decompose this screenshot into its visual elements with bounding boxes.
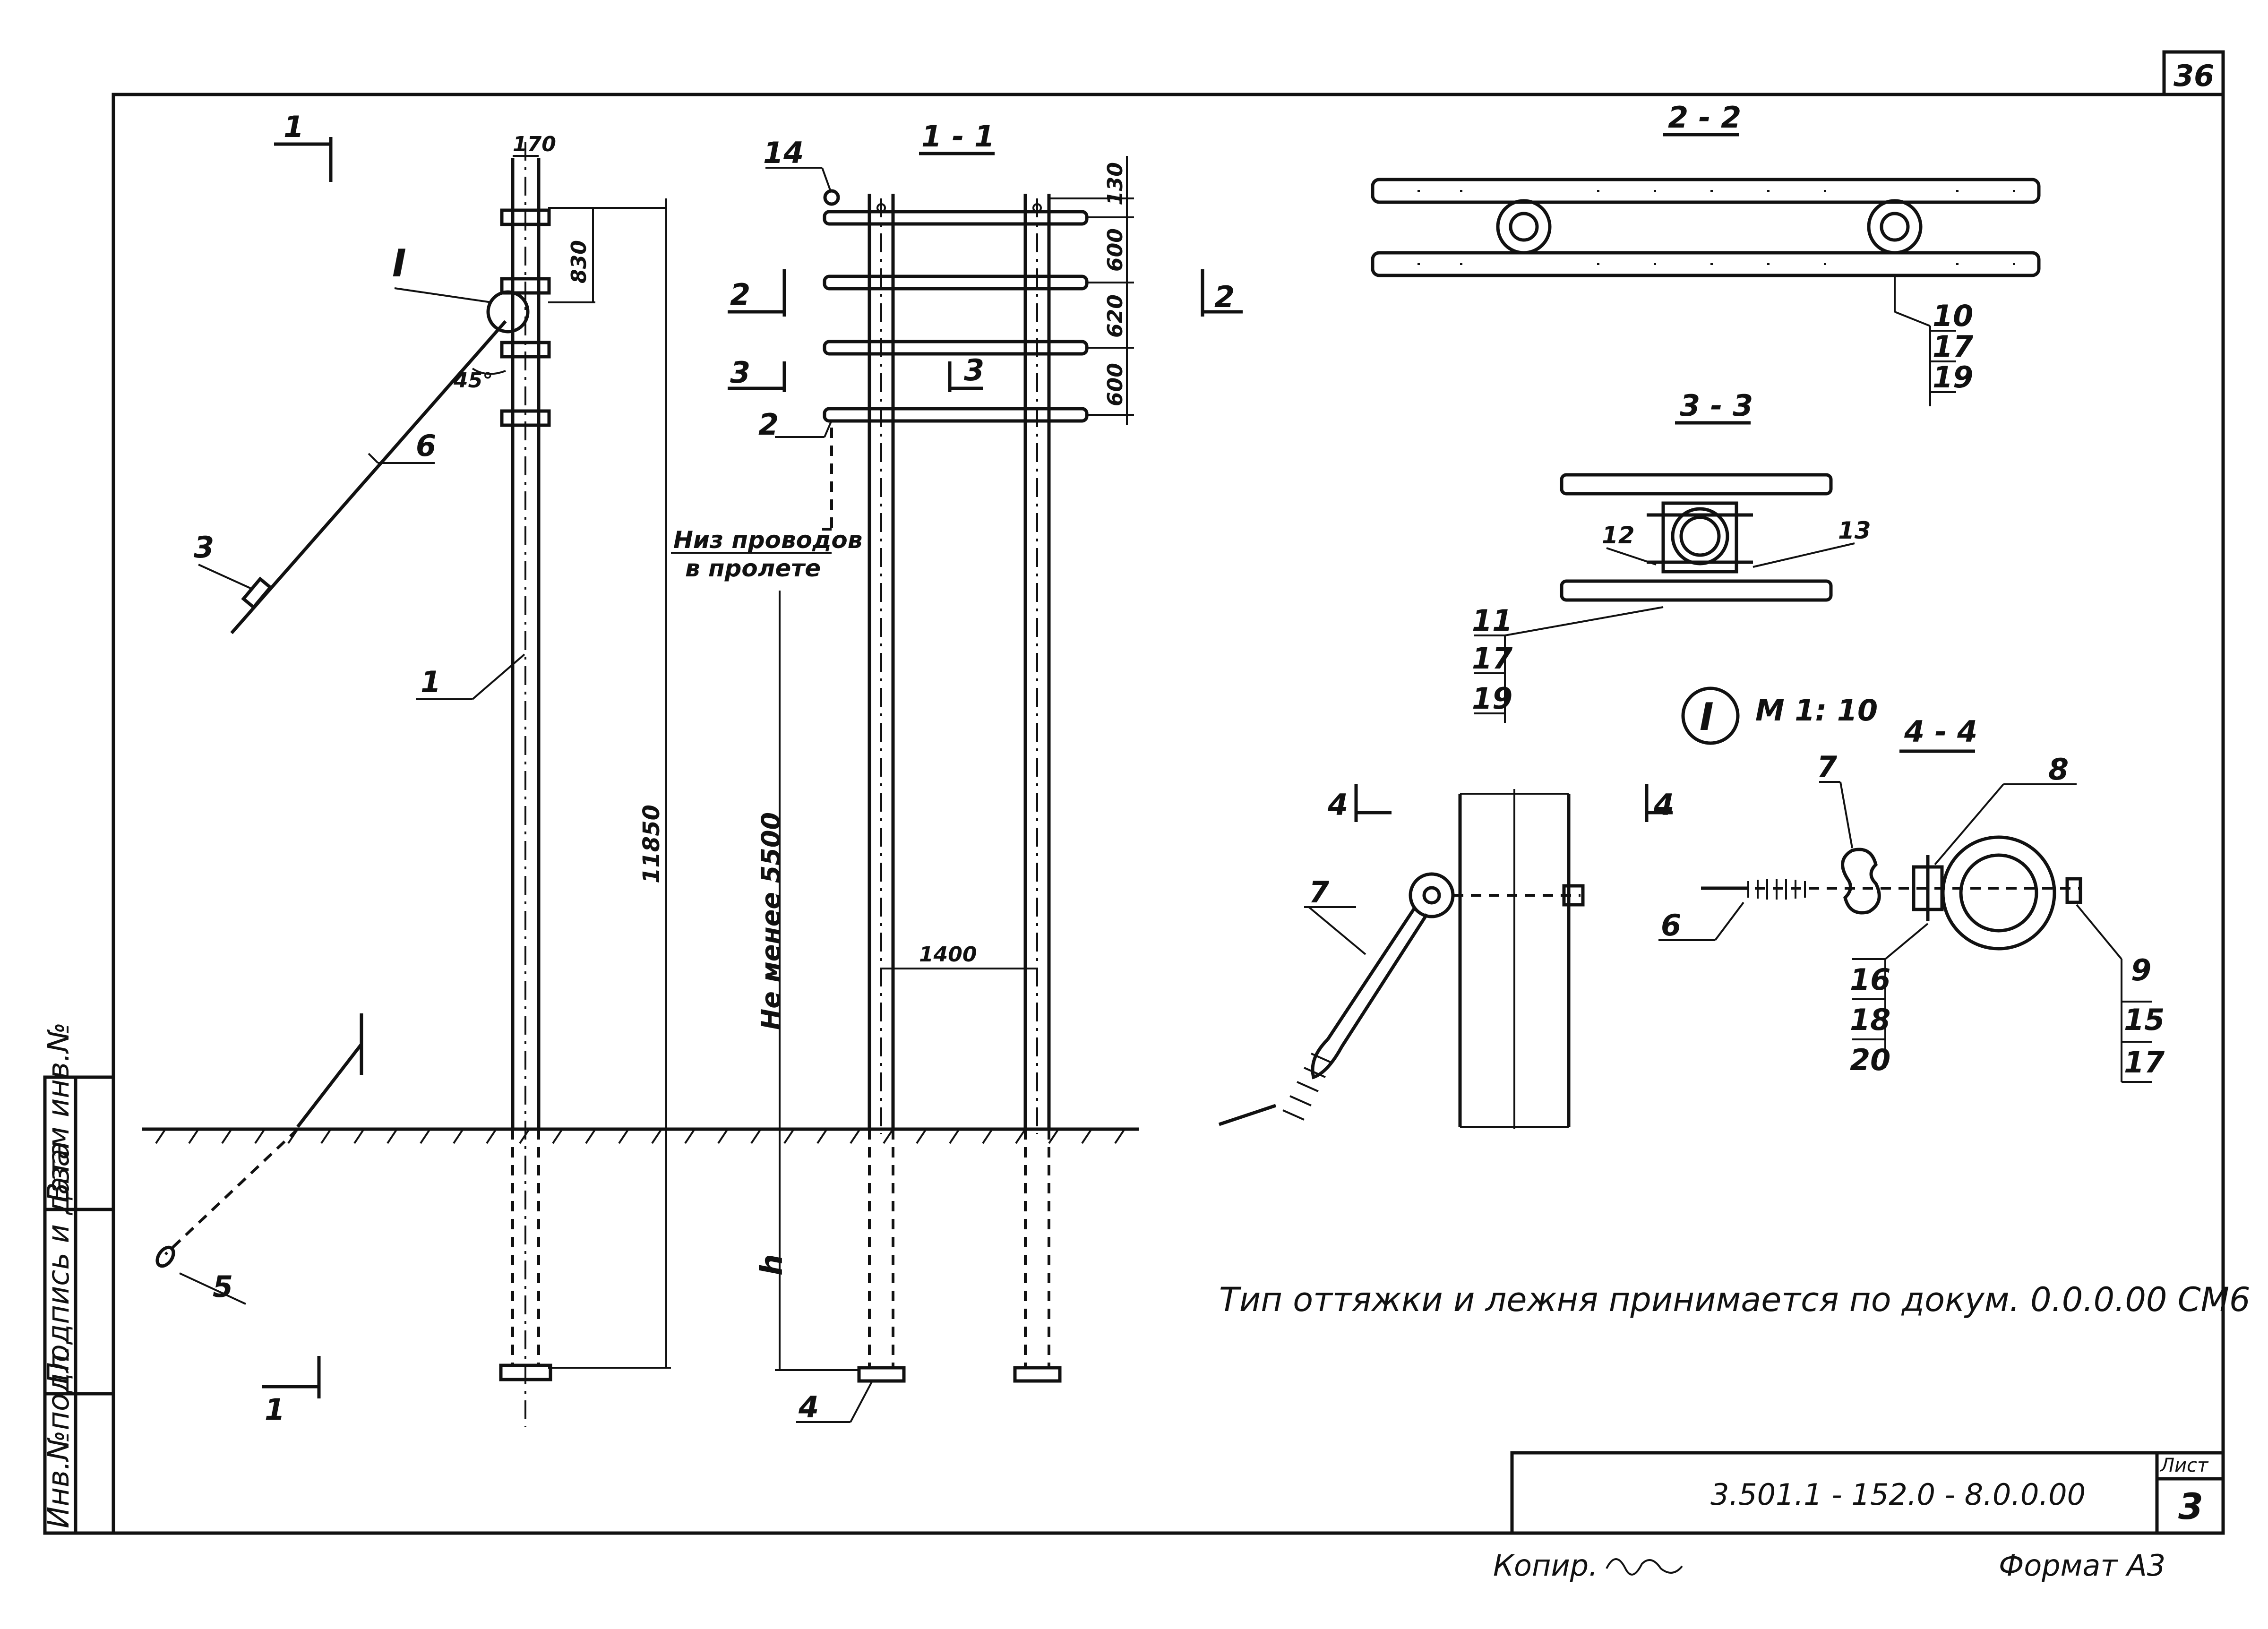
section-mark-4-right: 4 [1653, 788, 1674, 822]
section-3-3-title: 3 - 3 [1680, 388, 1753, 423]
part-16-label: 16 [1850, 962, 1890, 997]
section-mark-3-left: 3 [730, 355, 750, 390]
part-5-label: 5 [213, 1269, 233, 1304]
svg-text:1: 1 [265, 1392, 285, 1427]
part-7-label-a: 7 [1309, 875, 1330, 909]
part-7-label-b: 7 [1817, 750, 1838, 784]
sheet-number: 3 [2178, 1485, 2203, 1527]
detail-i-callout: I М 1: 10 [1681, 686, 1878, 745]
side-stamp: Инв.№подл. Подпись и дата Взам инв.№ [41, 1022, 115, 1535]
part-17-label-a: 17 [1933, 329, 1974, 364]
part-15-label: 15 [2124, 1003, 2165, 1037]
dim-clearance: Не менее 5500 [756, 812, 786, 1030]
part-12-label: 12 [1602, 522, 1635, 549]
section-mark-3-right: 3 [964, 353, 984, 387]
part-11-label: 11 [1472, 603, 1512, 638]
dim-angle: 45° [453, 369, 493, 393]
section-3-3: 3 - 3 12 13 11 17 19 [1472, 388, 1871, 723]
part-6-label-b: 6 [1661, 908, 1681, 943]
wire-note-1: Низ проводов [673, 526, 862, 554]
sheet-label: Лист [2159, 1455, 2209, 1476]
detail-elevation: 4 4 7 [1218, 784, 1674, 1129]
corner-number: 36 [2174, 59, 2214, 93]
svg-text:1: 1 [284, 110, 304, 144]
dim-600b: 600 [1103, 363, 1127, 406]
copied-by: Копир. [1493, 1548, 1598, 1583]
detail-mark-side: I [392, 241, 406, 285]
section-mark-1-top: 1 [274, 110, 333, 182]
section-2-2: 2 - 2 10 17 19 [1371, 100, 2041, 406]
detail-scale: М 1: 10 [1755, 693, 1878, 728]
part-18-label: 18 [1850, 1003, 1890, 1037]
title-block: 3.501.1 - 152.0 - 8.0.0.00 Лист 3 Копир.… [1493, 1451, 2225, 1583]
part-4-label: 4 [798, 1390, 819, 1424]
dim-830: 830 [567, 240, 591, 283]
section-4-4-title: 4 - 4 [1904, 714, 1977, 749]
part-2-label: 2 [758, 407, 779, 442]
wire-note-2: в пролете [685, 555, 821, 582]
stamp-signature: Подпись и дата [41, 1141, 76, 1384]
dim-depth: h [755, 1254, 790, 1276]
section-mark-1-bottom: 1 [262, 1356, 321, 1427]
section-mark-4-left: 4 [1327, 788, 1348, 822]
part-19-label-a: 19 [1933, 360, 1973, 394]
part-8-label: 8 [2048, 752, 2069, 787]
sheet-frame: 36 [112, 50, 2225, 1535]
section-4-4: 4 - 4 7 8 6 16 18 20 9 15 17 [1658, 714, 2165, 1083]
part-17-label-c: 17 [2124, 1045, 2165, 1080]
ground-line [142, 1127, 1139, 1144]
part-6-label: 6 [416, 429, 436, 463]
part-9-label: 9 [2131, 953, 2151, 987]
stamp-inv: Инв.№подл. [41, 1345, 76, 1528]
part-13-label: 13 [1838, 517, 1871, 544]
part-17-label-b: 17 [1472, 641, 1513, 676]
side-view-labels: 6 3 1 5 [179, 429, 525, 1305]
dim-620: 620 [1103, 294, 1127, 338]
dim-600a: 600 [1103, 228, 1127, 272]
dim-130: 130 [1103, 162, 1127, 206]
general-note: Тип оттяжки и лежня принимается по докум… [1219, 1280, 2251, 1319]
dim-height: 11850 [638, 805, 665, 883]
section-1-1-title: 1 - 1 [921, 119, 995, 154]
stamp-replace: Взам инв.№ [41, 1022, 76, 1202]
part-19-label-b: 19 [1472, 681, 1512, 716]
section-2-2-title: 2 - 2 [1668, 100, 1741, 135]
detail-mark: I [1700, 695, 1714, 739]
section-mark-2-right: 2 [1214, 280, 1235, 314]
dim-base: 1400 [919, 943, 977, 967]
designation: 3.501.1 - 152.0 - 8.0.0.00 [1710, 1477, 2086, 1512]
section-1-1: 1 - 1 130 600 620 600 [671, 119, 1243, 1424]
part-20-label: 20 [1850, 1043, 1890, 1077]
part-14-label: 14 [763, 136, 804, 170]
part-1-label: 1 [421, 665, 441, 699]
part-3-label: 3 [194, 530, 214, 565]
format-label: Формат А3 [1999, 1548, 2165, 1583]
side-view-pole: I 45° 170 830 11850 [155, 132, 671, 1427]
signature [1606, 1558, 1683, 1576]
dim-top-width: 170 [513, 132, 556, 156]
part-10-label: 10 [1933, 299, 1973, 333]
section-mark-2-left: 2 [730, 277, 750, 312]
